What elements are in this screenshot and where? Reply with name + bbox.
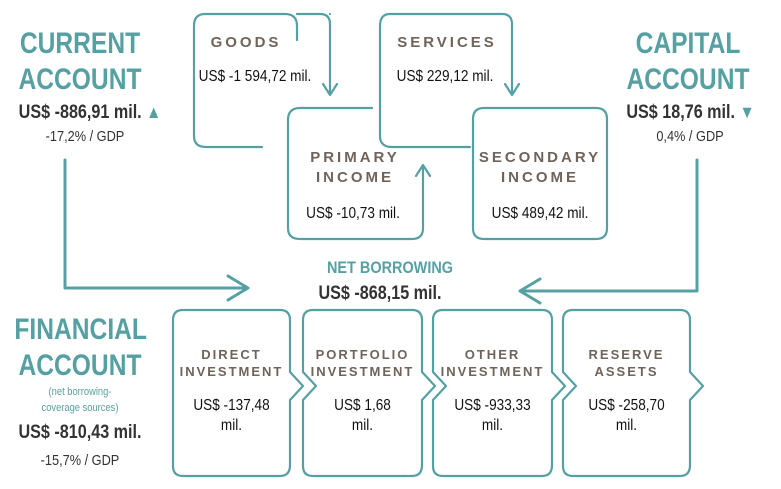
financial-account-note-line1: (net borrowing-	[48, 386, 112, 398]
other-investment-value-line2: mil.	[481, 417, 504, 434]
portfolio-investment-title: PORTFOLIO INVESTMENT	[303, 346, 422, 380]
direct-investment-value-line2: mil.	[220, 417, 243, 434]
net-borrowing-label: NET BORROWING	[326, 258, 454, 277]
financial-account-gdp: -15,7% / GDP	[40, 452, 120, 469]
portfolio-investment-value-line2: mil.	[351, 417, 374, 434]
financial-account-note-line2: coverage sources)	[41, 402, 119, 414]
financial-account-note: (net borrowing- coverage sources)	[12, 384, 148, 416]
current-account-value: US$ -886,91 mil.	[18, 102, 142, 123]
portfolio-investment-box	[301, 308, 437, 478]
financial-account-value: US$ -810,43 mil.	[18, 422, 142, 443]
other-investment-title-line1: OTHER	[464, 347, 521, 362]
direct-investment-value: US$ -137,48 mil.	[182, 396, 281, 436]
financial-account-title-line1: FINANCIAL	[14, 313, 147, 346]
financial-account-title: FINANCIAL ACCOUNT	[14, 312, 147, 384]
financial-account-title-line2: ACCOUNT	[18, 349, 142, 382]
reserve-assets-title-line1: RESERVE	[588, 347, 665, 362]
other-investment-value-line1: US$ -933,33	[454, 397, 531, 414]
services-value: US$ 229,12 mil.	[396, 68, 494, 85]
secondary-income-title: SECONDARY INCOME	[473, 148, 607, 188]
primary-income-title-line1: PRIMARY	[310, 149, 400, 166]
portfolio-investment-value-line1: US$ 1,68	[334, 397, 391, 414]
direct-investment-title-line2: INVESTMENT	[179, 364, 284, 379]
arrow-down-icon: ▼	[739, 102, 755, 122]
current-account-title-line2: ACCOUNT	[18, 63, 142, 96]
goods-title: GOODS	[210, 34, 282, 51]
current-account-value-row: US$ -886,91 mil. ▲	[14, 102, 167, 124]
primary-income-box	[286, 106, 432, 241]
other-investment-title: OTHER INVESTMENT	[433, 346, 552, 380]
reserve-assets-value: US$ -258,70 mil.	[573, 396, 681, 436]
primary-income-title: PRIMARY INCOME	[288, 148, 422, 188]
goods-value: US$ -1 594,72 mil.	[198, 68, 312, 85]
capital-account-value-row: US$ 18,76 mil. ▼	[614, 102, 768, 124]
capital-account-arrow	[518, 158, 699, 305]
direct-investment-box	[171, 308, 305, 478]
goods-box-top	[203, 12, 299, 42]
direct-investment-title-line1: DIRECT	[201, 347, 262, 362]
other-investment-value: US$ -933,33 mil.	[442, 396, 543, 436]
capital-account-value: US$ 18,76 mil.	[626, 102, 735, 123]
primary-income-title-line2: INCOME	[316, 169, 394, 186]
services-box	[378, 12, 472, 149]
current-account-gdp: -17,2% / GDP	[45, 128, 125, 145]
primary-income-value: US$ -10,73 mil.	[306, 205, 400, 222]
secondary-income-title-line2: INCOME	[501, 169, 579, 186]
capital-account-gdp: 0,4% / GDP	[656, 128, 724, 145]
portfolio-investment-title-line1: PORTFOLIO	[315, 347, 410, 362]
other-investment-box	[431, 308, 567, 478]
net-borrowing-value: US$ -868,15 mil.	[318, 283, 442, 304]
secondary-income-box	[471, 106, 609, 241]
secondary-income-title-line1: SECONDARY	[478, 149, 602, 166]
current-account-arrow	[63, 158, 250, 302]
capital-account-title: CAPITAL ACCOUNT	[622, 26, 753, 98]
direct-investment-title: DIRECT INVESTMENT	[173, 346, 290, 380]
current-account-title: CURRENT ACCOUNT	[14, 26, 145, 98]
reserve-assets-value-line1: US$ -258,70	[588, 397, 665, 414]
portfolio-investment-title-line2: INVESTMENT	[310, 364, 415, 379]
direct-investment-value-line1: US$ -137,48	[193, 397, 270, 414]
current-account-title-line1: CURRENT	[19, 27, 141, 60]
reserve-assets-box	[561, 308, 705, 478]
reserve-assets-value-line2: mil.	[615, 417, 638, 434]
capital-account-title-line1: CAPITAL	[635, 27, 741, 60]
portfolio-investment-value: US$ 1,68 mil.	[312, 396, 413, 436]
services-title: SERVICES	[397, 34, 497, 51]
reserve-assets-title-line2: ASSETS	[594, 364, 659, 379]
arrow-up-icon: ▲	[146, 102, 162, 122]
capital-account-title-line2: ACCOUNT	[626, 63, 750, 96]
other-investment-title-line2: INVESTMENT	[440, 364, 545, 379]
goods-box	[192, 12, 264, 149]
secondary-income-value: US$ 489,42 mil.	[491, 205, 589, 222]
reserve-assets-title: RESERVE ASSETS	[563, 346, 690, 380]
